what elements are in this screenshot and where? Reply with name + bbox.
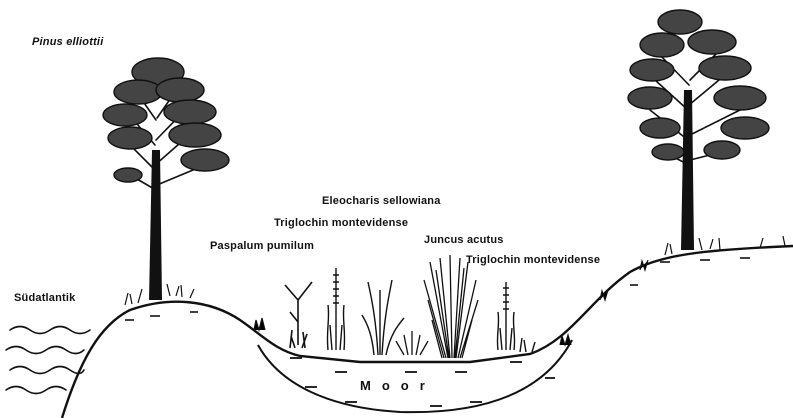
label-triglochin-left: Triglochin montevidense — [274, 217, 408, 229]
label-paspalum-pumilum: Paspalum pumilum — [210, 240, 314, 252]
label-moor: Moor — [360, 378, 436, 393]
moor-basin — [258, 340, 572, 412]
plant-triglochin-left — [327, 268, 344, 350]
label-suedatlantik: Südatlantik — [14, 292, 76, 304]
plant-juncus-acutus — [424, 255, 478, 358]
plant-small-tuft — [396, 331, 428, 355]
pine-tree-left — [103, 58, 229, 305]
plant-paspalum-pumilum — [285, 282, 312, 348]
label-triglochin-right: Triglochin montevidense — [466, 254, 600, 266]
label-eleocharis-sellowiana: Eleocharis sellowiana — [322, 195, 441, 207]
pine-tree-right — [628, 10, 785, 255]
sea-waves — [6, 327, 90, 394]
label-juncus-acutus: Juncus acutus — [424, 234, 504, 246]
plant-triglochin-right — [497, 282, 535, 352]
label-pinus-elliottii: Pinus elliottii — [32, 36, 103, 48]
dune-dashes — [125, 258, 750, 320]
